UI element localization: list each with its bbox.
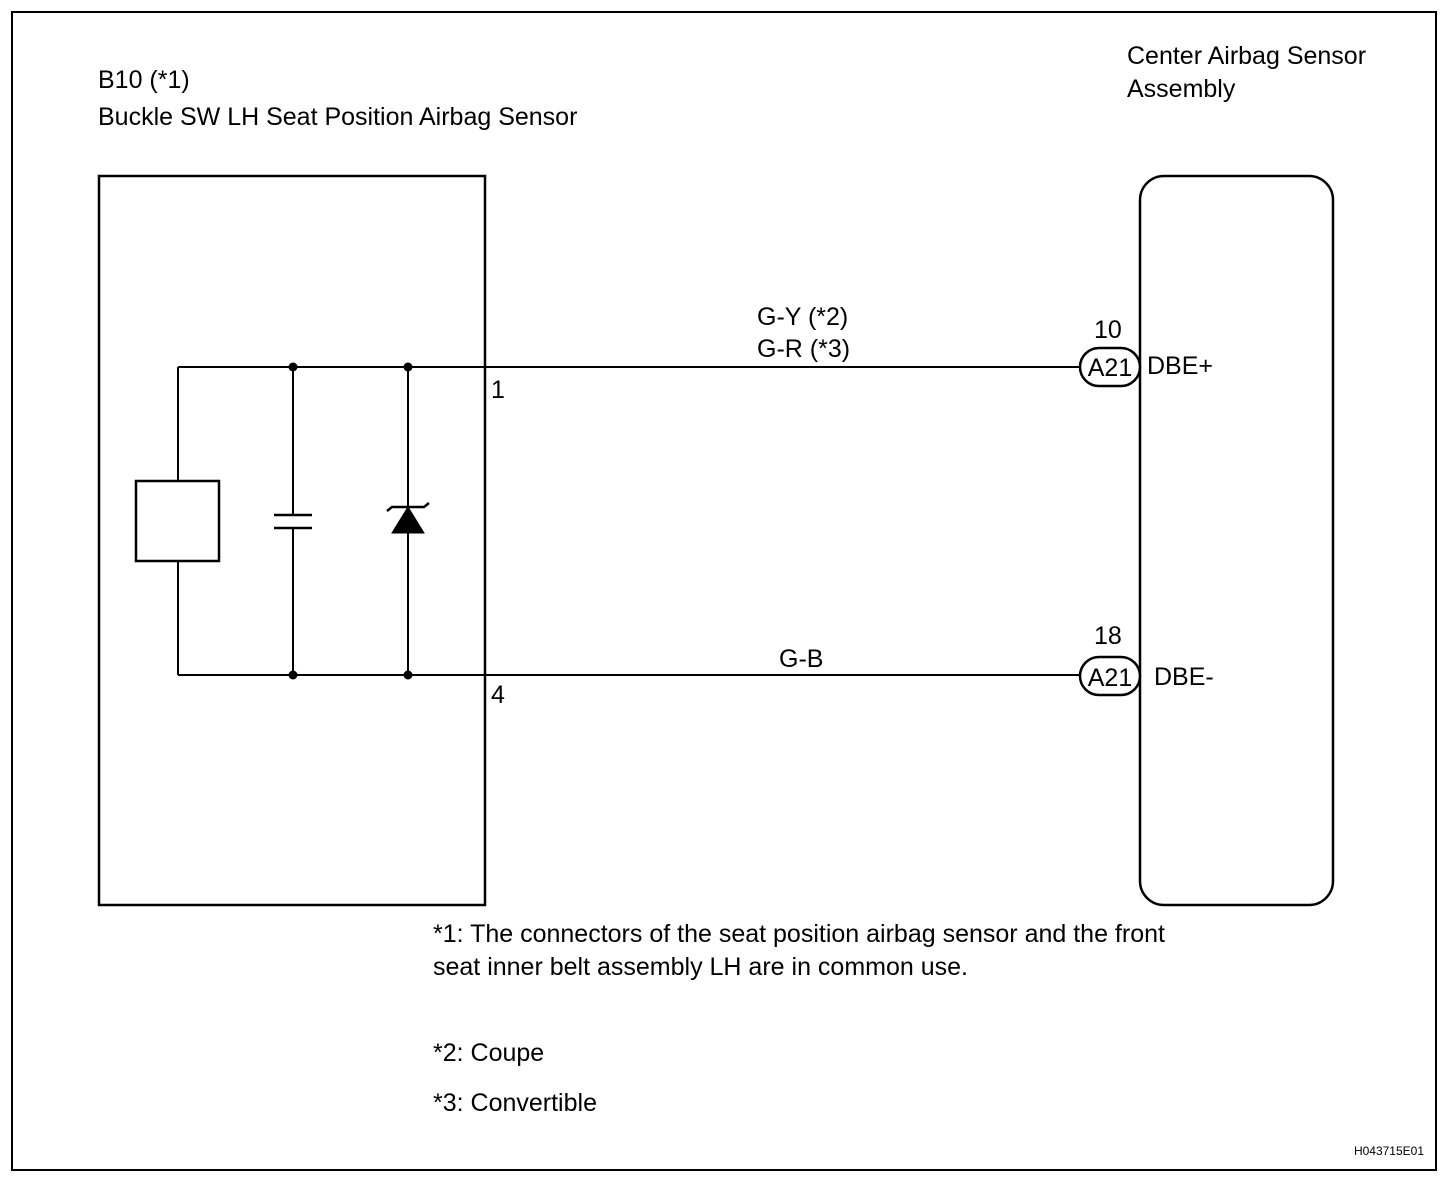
wire-1-color-1: G-Y (*2) (757, 303, 848, 331)
note-2: *2: Coupe (433, 1039, 544, 1067)
wire-2-left-pin: 4 (491, 681, 505, 709)
wire-1-right-pin: 10 (1094, 316, 1122, 344)
connector-a21-bottom (1078, 655, 1142, 697)
figure-code: H043715E01 (1354, 1144, 1424, 1158)
terminal-dbe-plus: DBE+ (1147, 352, 1213, 380)
wire-2-right-pin: 18 (1094, 622, 1122, 650)
wire-1-color-2: G-R (*3) (757, 335, 850, 363)
left-component-box (97, 174, 487, 907)
connector-a21-bottom-label: A21 (1088, 664, 1132, 692)
sensor-internal-circuit (177, 366, 485, 676)
note-3: *3: Convertible (433, 1089, 597, 1117)
right-component-name-2: Assembly (1127, 75, 1236, 103)
right-component-box (1138, 174, 1335, 907)
capacitor-symbol (274, 513, 312, 530)
left-connector-id: B10 (*1) (98, 66, 190, 94)
connector-a21-top (1078, 346, 1142, 388)
wire-2-color: G-B (779, 645, 823, 673)
sensor-element (134, 479, 221, 563)
note-1-line-2: seat inner belt assembly LH are in commo… (433, 953, 968, 981)
note-1-line-1: *1: The connectors of the seat position … (433, 920, 1165, 948)
zener-diode-symbol (386, 502, 430, 534)
connector-a21-top-label: A21 (1088, 354, 1132, 382)
right-component-name-1: Center Airbag Sensor (1127, 42, 1366, 70)
junction-dots (288, 362, 413, 680)
left-component-name: Buckle SW LH Seat Position Airbag Sensor (98, 103, 577, 131)
terminal-dbe-minus: DBE- (1154, 663, 1214, 691)
diagram-frame (11, 11, 1437, 1171)
wire-1-left-pin: 1 (491, 376, 505, 404)
